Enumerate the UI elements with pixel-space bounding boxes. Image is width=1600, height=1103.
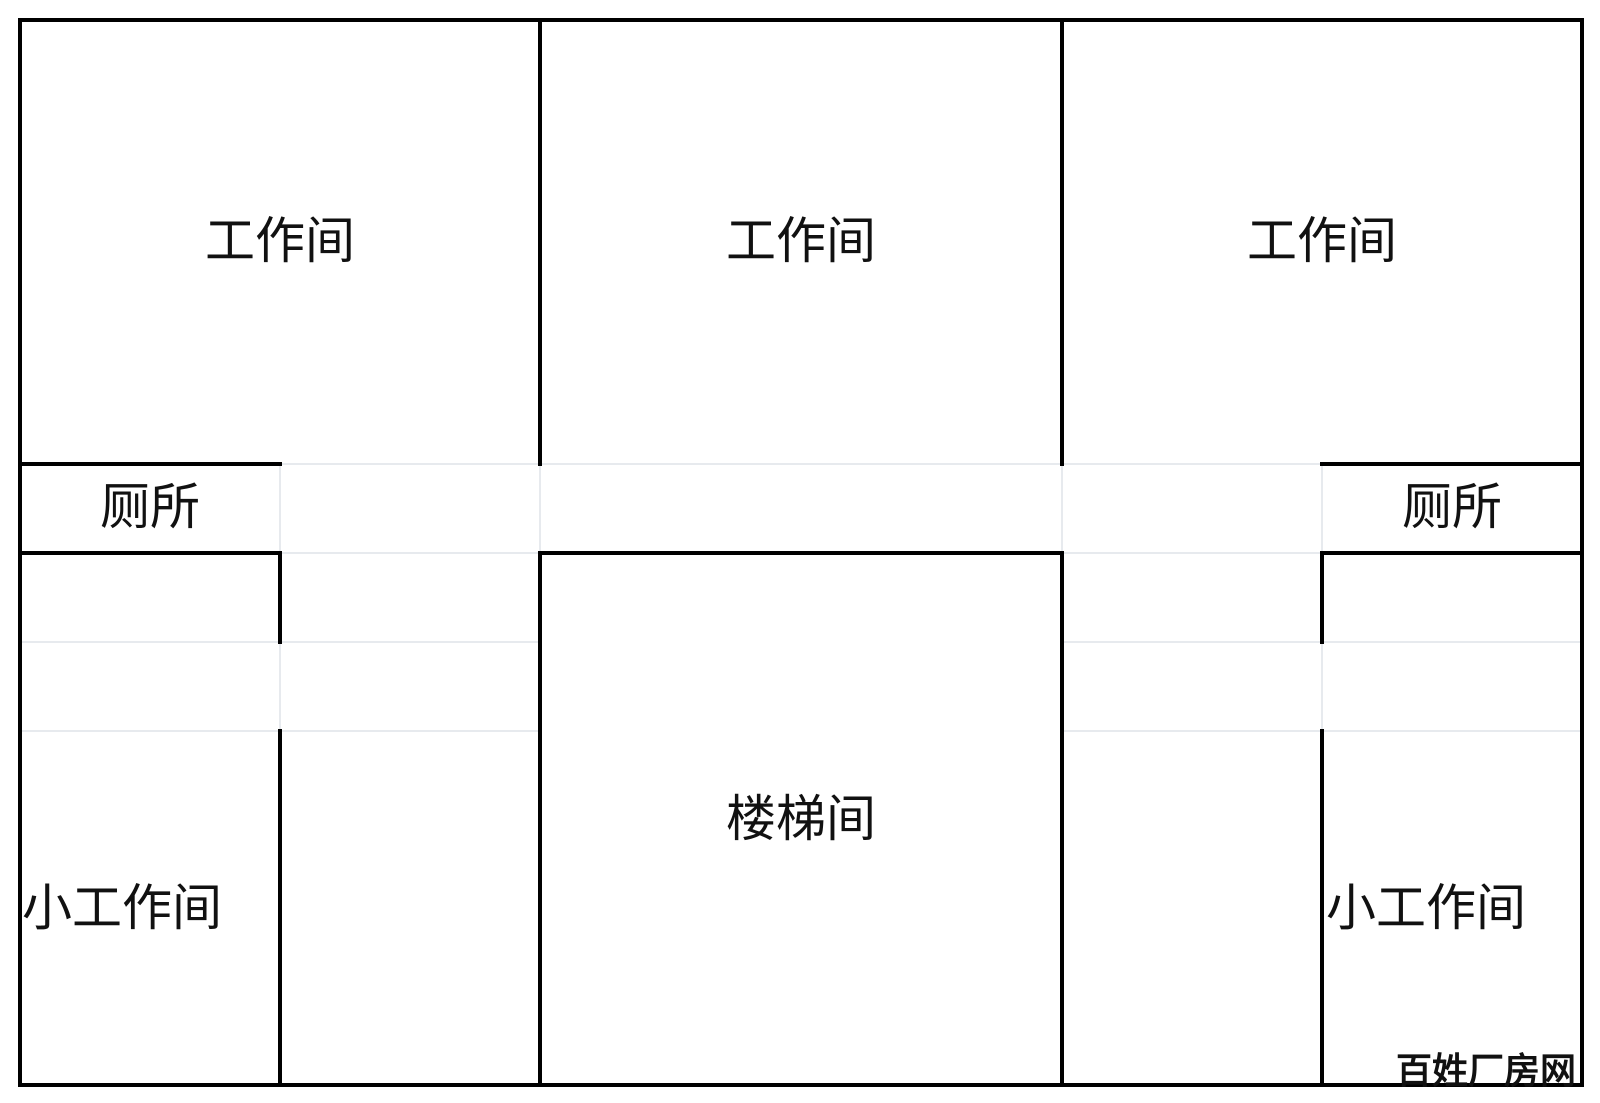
label-workroom-left: 工作间 <box>205 212 355 270</box>
wall-stairwell <box>538 551 1064 1087</box>
label-small-workroom-right: 小工作间 <box>1326 879 1526 937</box>
label-small-workroom-left: 小工作间 <box>22 879 222 937</box>
watermark-text: 百姓厂房网 <box>1396 1051 1576 1092</box>
label-toilet-left: 厕所 <box>100 478 200 536</box>
label-stairwell: 楼梯间 <box>726 790 876 848</box>
label-workroom-center: 工作间 <box>726 212 876 270</box>
label-toilet-right: 厕所 <box>1402 478 1502 536</box>
grid-lines <box>20 463 1582 1085</box>
label-workroom-right: 工作间 <box>1247 212 1397 270</box>
walls <box>18 18 1584 1087</box>
